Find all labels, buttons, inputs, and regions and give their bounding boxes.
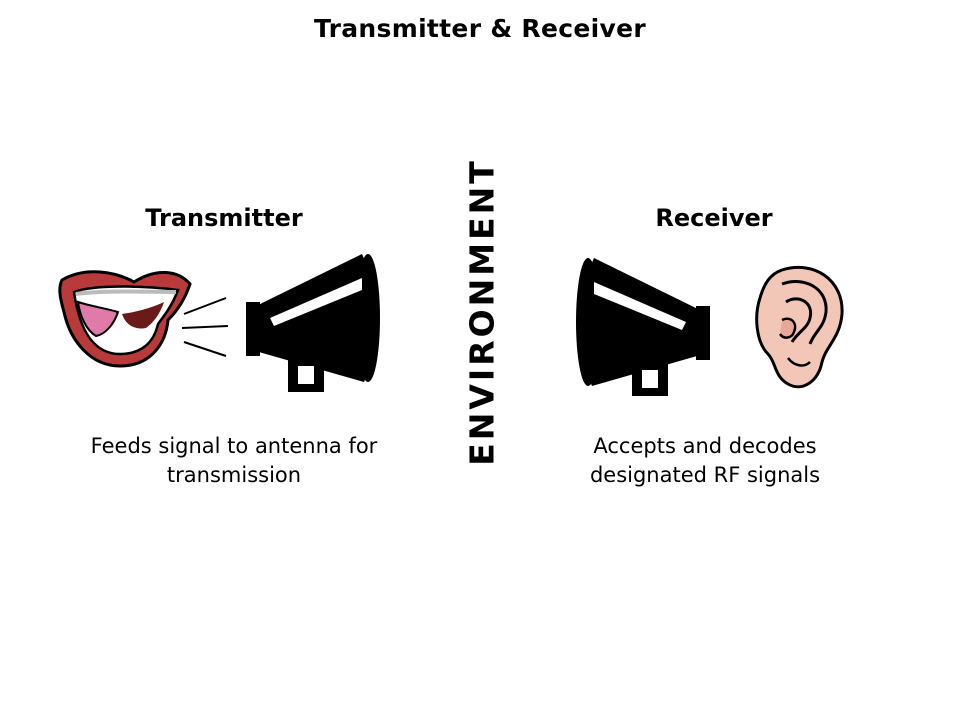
page-title: Transmitter & Receiver (314, 14, 646, 43)
transmitter-heading: Transmitter (145, 204, 303, 232)
sound-lines-icon (181, 297, 229, 357)
receiver-description-line2: designated RF signals (589, 463, 821, 487)
megaphone-icon (576, 258, 710, 396)
receiver-heading: Receiver (655, 204, 773, 232)
transmitter-description-line2: transmission (166, 463, 302, 487)
receiver-description: Accepts and decodes designated RF signal… (515, 432, 895, 490)
mouth-icon (58, 270, 192, 368)
receiver-description-line1: Accepts and decodes (593, 434, 817, 458)
environment-label: ENVIRONMENT (462, 158, 502, 466)
transmitter-description-line1: Feeds signal to antenna for (90, 434, 378, 458)
transmitter-description: Feeds signal to antenna for transmission (44, 432, 424, 490)
ear-icon (755, 265, 844, 389)
megaphone-icon (246, 254, 380, 392)
